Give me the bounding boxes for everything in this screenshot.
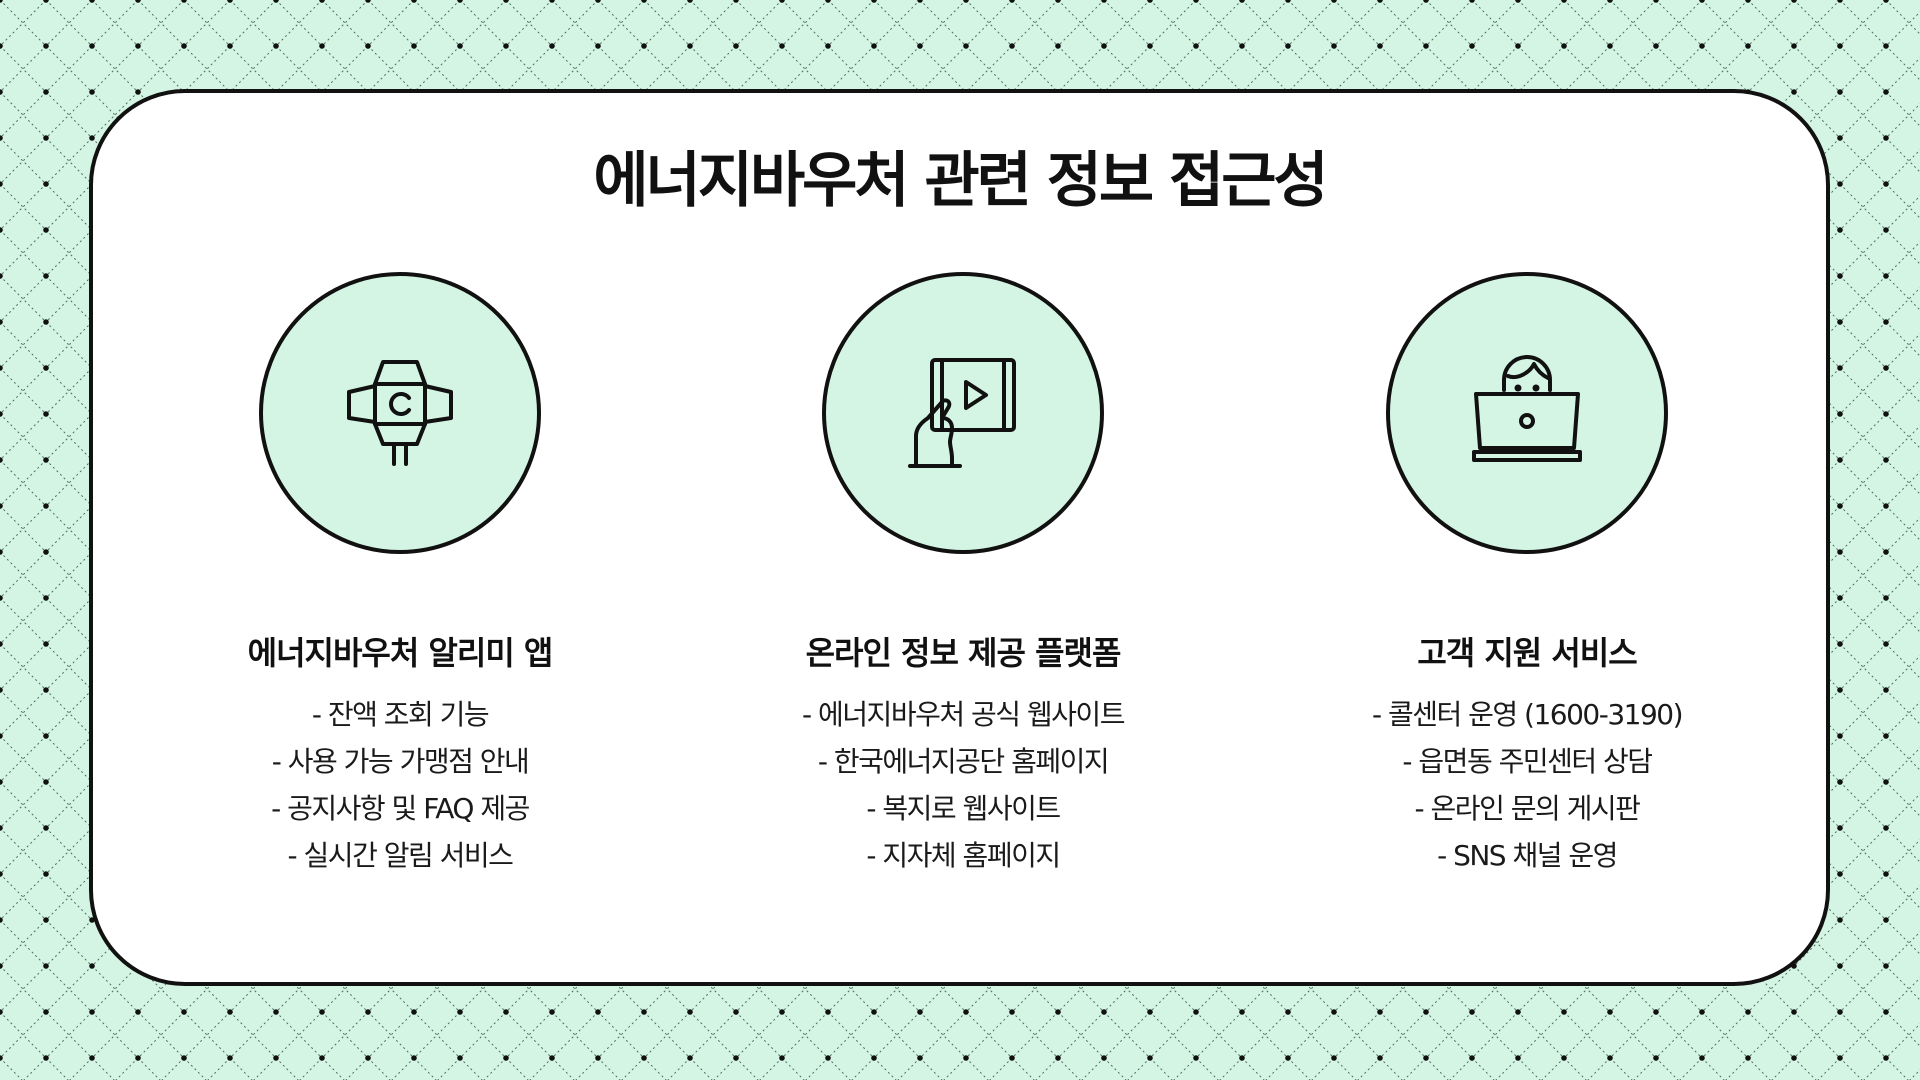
icon-circle	[822, 272, 1104, 554]
laptop-support-icon	[1472, 355, 1582, 462]
feature-title: 에너지바우처 알리미 앱	[247, 634, 554, 672]
feature-online-platform: 온라인 정보 제공 플랫폼 - 에너지바우처 공식 웹사이트 - 한국에너지공단…	[703, 272, 1223, 879]
feature-list-item: - 공지사항 및 FAQ 제공	[271, 792, 530, 825]
feature-list: - 콜센터 운영 (1600-3190) - 읍면동 주민센터 상담 - 온라인…	[1267, 691, 1787, 879]
feature-title: 고객 지원 서비스	[1417, 634, 1637, 672]
feature-list-item: - 사용 가능 가맹점 안내	[271, 745, 530, 778]
feature-list-item: - SNS 채널 운영	[1437, 839, 1618, 872]
feature-list-item: - 잔액 조회 기능	[311, 698, 490, 731]
feature-list: - 잔액 조회 기능 - 사용 가능 가맹점 안내 - 공지사항 및 FAQ 제…	[140, 691, 660, 879]
feature-list-item: - 온라인 문의 게시판	[1414, 792, 1641, 825]
feature-list-item: - 지자체 홈페이지	[866, 839, 1061, 872]
spotlight-icon	[347, 360, 453, 466]
icon-circle	[259, 272, 541, 554]
feature-title: 온라인 정보 제공 플랫폼	[805, 634, 1122, 672]
feature-list-item: - 읍면동 주민센터 상담	[1402, 745, 1653, 778]
feature-list-item: - 에너지바우처 공식 웹사이트	[802, 698, 1125, 731]
feature-list-item: - 한국에너지공단 홈페이지	[817, 745, 1110, 778]
feature-list-item: - 콜센터 운영 (1600-3190)	[1371, 698, 1684, 731]
feature-list: - 에너지바우처 공식 웹사이트 - 한국에너지공단 홈페이지 - 복지로 웹사…	[703, 691, 1223, 879]
feature-list-item: - 복지로 웹사이트	[866, 792, 1061, 825]
feature-customer-support: 고객 지원 서비스 - 콜센터 운영 (1600-3190) - 읍면동 주민센…	[1267, 272, 1787, 879]
tablet-video-icon	[908, 358, 1016, 468]
slide-title: 에너지바우처 관련 정보 접근성	[593, 146, 1328, 216]
feature-alert-app: 에너지바우처 알리미 앱 - 잔액 조회 기능 - 사용 가능 가맹점 안내 -…	[140, 272, 660, 879]
feature-list-item: - 실시간 알림 서비스	[287, 839, 514, 872]
icon-circle	[1386, 272, 1668, 554]
content-card: 에너지바우처 관련 정보 접근성 에너지바우처 알리미 앱 - 잔액 조회 기능…	[89, 89, 1830, 986]
